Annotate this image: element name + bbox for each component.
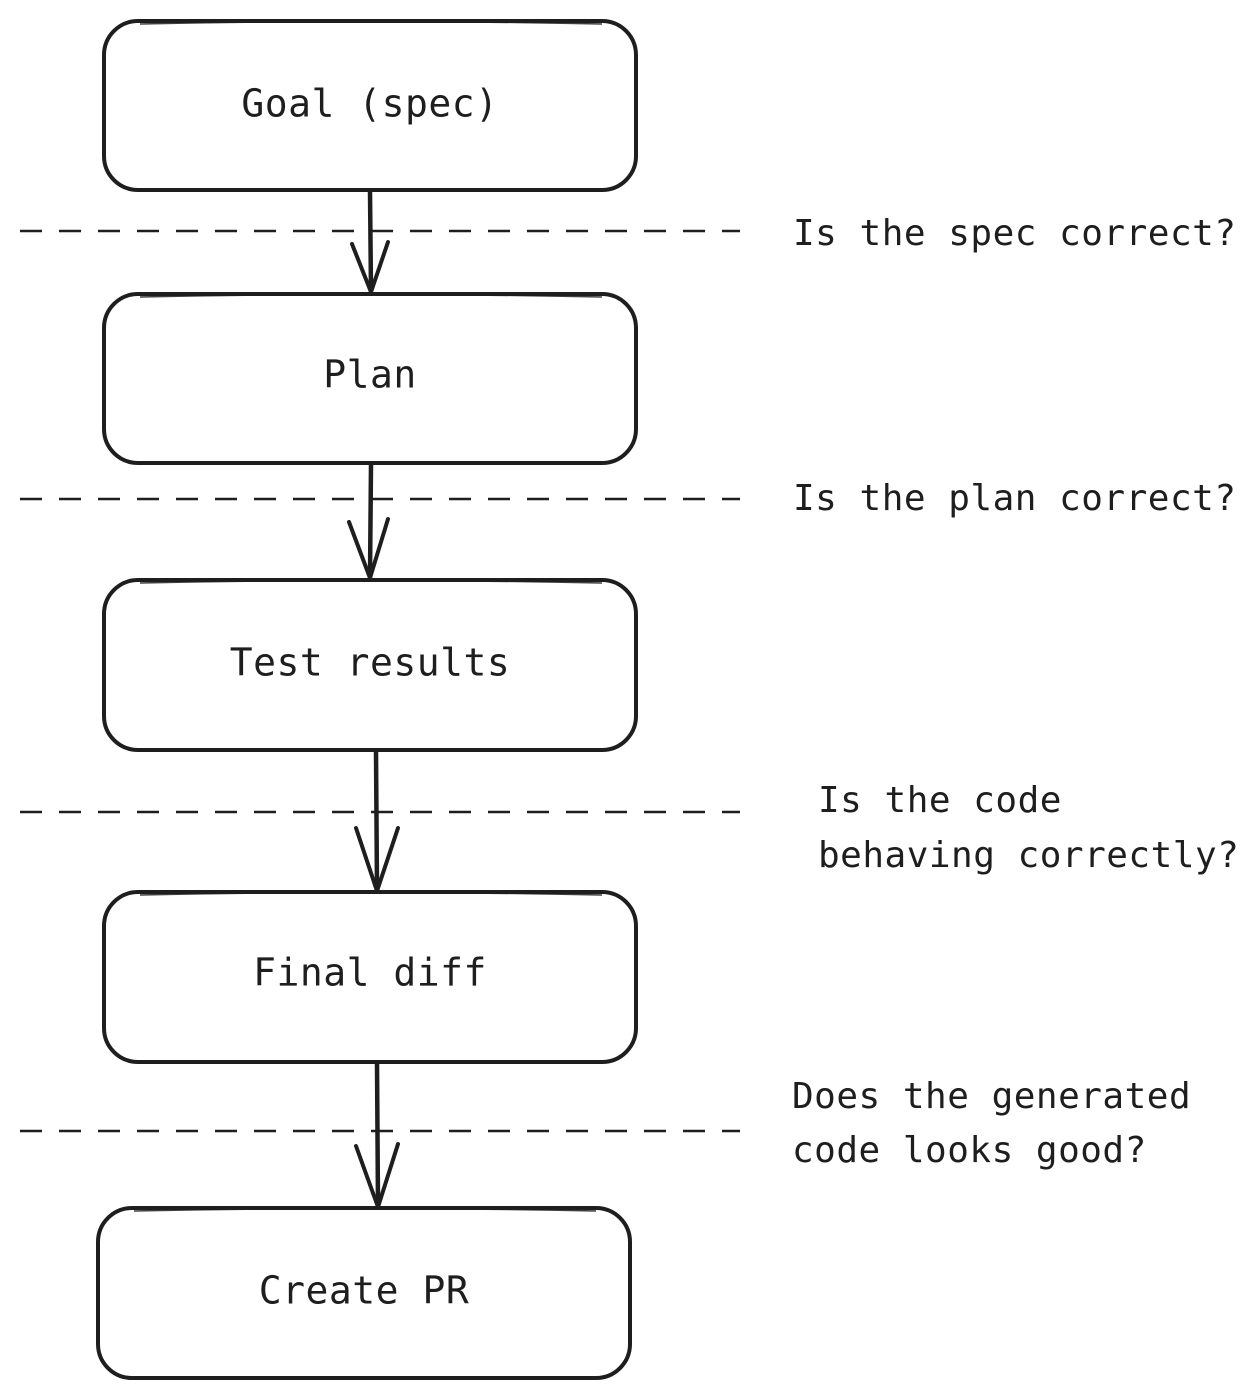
step-label: Create PR: [259, 1269, 469, 1313]
step-final-diff: Final diff: [102, 890, 638, 1064]
step-label: Goal (spec): [241, 82, 498, 126]
step-goal-spec: Goal (spec): [102, 19, 638, 192]
gate-question-spec: Is the spec correct?: [793, 213, 1236, 254]
gate-question-plan: Is the plan correct?: [793, 478, 1236, 519]
step-test-results: Test results: [102, 578, 638, 752]
question-line: Is the spec correct?: [793, 213, 1236, 254]
step-label: Final diff: [253, 951, 487, 995]
question-line: Is the code: [818, 780, 1062, 821]
step-plan: Plan: [102, 292, 638, 465]
step-create-pr: Create PR: [96, 1206, 632, 1380]
gate-question-code-review: Does the generated code looks good?: [792, 1076, 1213, 1171]
arrow-test-to-diff: [354, 749, 400, 893]
step-label: Plan: [323, 353, 417, 397]
step-label: Test results: [230, 641, 511, 685]
gate-question-behavior: Is the code behaving correctly?: [818, 780, 1239, 876]
arrow-plan-to-test: [347, 461, 390, 580]
question-line: Does the generated: [792, 1076, 1191, 1117]
question-line: code looks good?: [792, 1130, 1147, 1171]
question-line: behaving correctly?: [818, 835, 1239, 876]
arrow-diff-to-pr: [354, 1060, 400, 1209]
question-line: Is the plan correct?: [793, 478, 1236, 519]
arrow-goal-to-plan: [350, 189, 390, 294]
